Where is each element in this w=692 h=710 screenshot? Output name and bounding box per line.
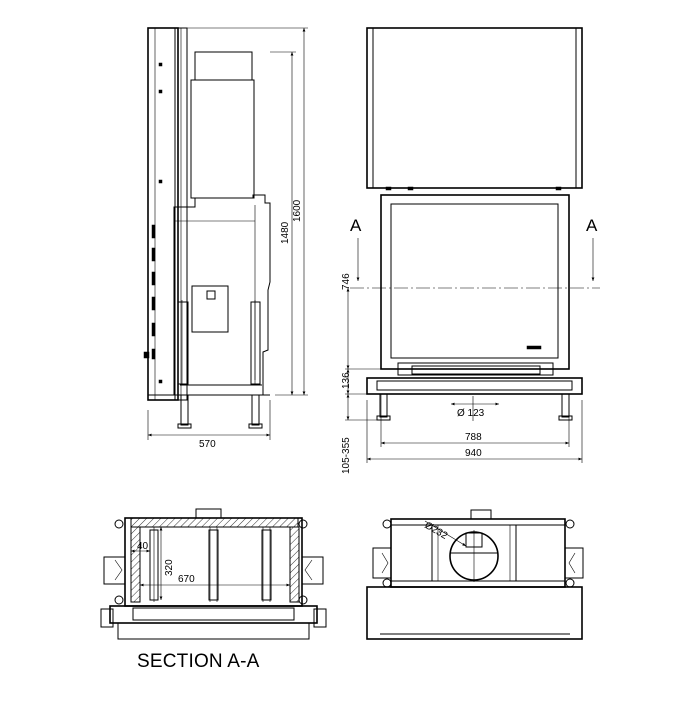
front-base	[366, 377, 583, 395]
dim-height-1600: 1600	[292, 199, 303, 222]
top-base-plate	[366, 586, 583, 640]
dim-flue-diameter: Ø232	[423, 520, 450, 542]
front-leg-right	[561, 393, 570, 418]
top-flue-tab	[470, 509, 492, 520]
side-front-frame	[147, 27, 179, 401]
side-leg-back	[251, 394, 260, 426]
dim-side-width: 570	[199, 439, 216, 450]
dim-670: 670	[178, 574, 195, 585]
door-logo	[526, 345, 542, 350]
side-view: 570 1480 1600	[143, 27, 308, 450]
top-view: Ø232	[366, 509, 584, 640]
dim-flue: Ø 123	[457, 408, 485, 419]
left-bracket	[177, 301, 189, 385]
upper-hood	[190, 79, 255, 199]
inspection-knob	[206, 290, 216, 300]
top-handle-left	[372, 547, 392, 579]
section-right-wall	[289, 526, 300, 603]
section-mark-left: A	[350, 216, 362, 235]
side-leg-front	[180, 394, 189, 426]
right-bracket	[250, 301, 261, 385]
section-view: 40 320 670	[100, 508, 327, 640]
top-handle-right	[564, 547, 584, 579]
front-view: A A 746 136 105-355 Ø 123 788 940	[341, 27, 600, 474]
section-handle-left	[103, 556, 126, 585]
dim-940: 940	[465, 448, 482, 459]
door-glass	[390, 203, 559, 359]
section-top-wall	[130, 517, 299, 528]
section-caption: SECTION A-A	[137, 651, 260, 672]
frame-dots	[158, 62, 163, 384]
dim-height-1480: 1480	[280, 221, 291, 244]
front-hood	[366, 27, 583, 189]
inspection-plate	[191, 285, 229, 333]
door-frame	[380, 194, 570, 370]
section-shell	[124, 517, 303, 607]
section-handle-right	[301, 556, 324, 585]
section-base	[117, 622, 310, 640]
dim-legs: 105-355	[341, 437, 352, 474]
section-flue-stub	[195, 508, 222, 519]
side-slots	[143, 224, 156, 360]
section-left-wall	[130, 526, 141, 603]
firebox-body	[173, 194, 271, 396]
section-mark-right: A	[586, 216, 598, 235]
dim-746: 746	[341, 273, 352, 290]
dim-320: 320	[164, 559, 175, 576]
dim-40: 40	[137, 541, 149, 552]
ash-lip	[397, 362, 554, 376]
flue-collar	[194, 51, 253, 81]
front-leg-left	[379, 393, 388, 418]
dim-136: 136	[341, 372, 352, 389]
dim-788: 788	[465, 432, 482, 443]
